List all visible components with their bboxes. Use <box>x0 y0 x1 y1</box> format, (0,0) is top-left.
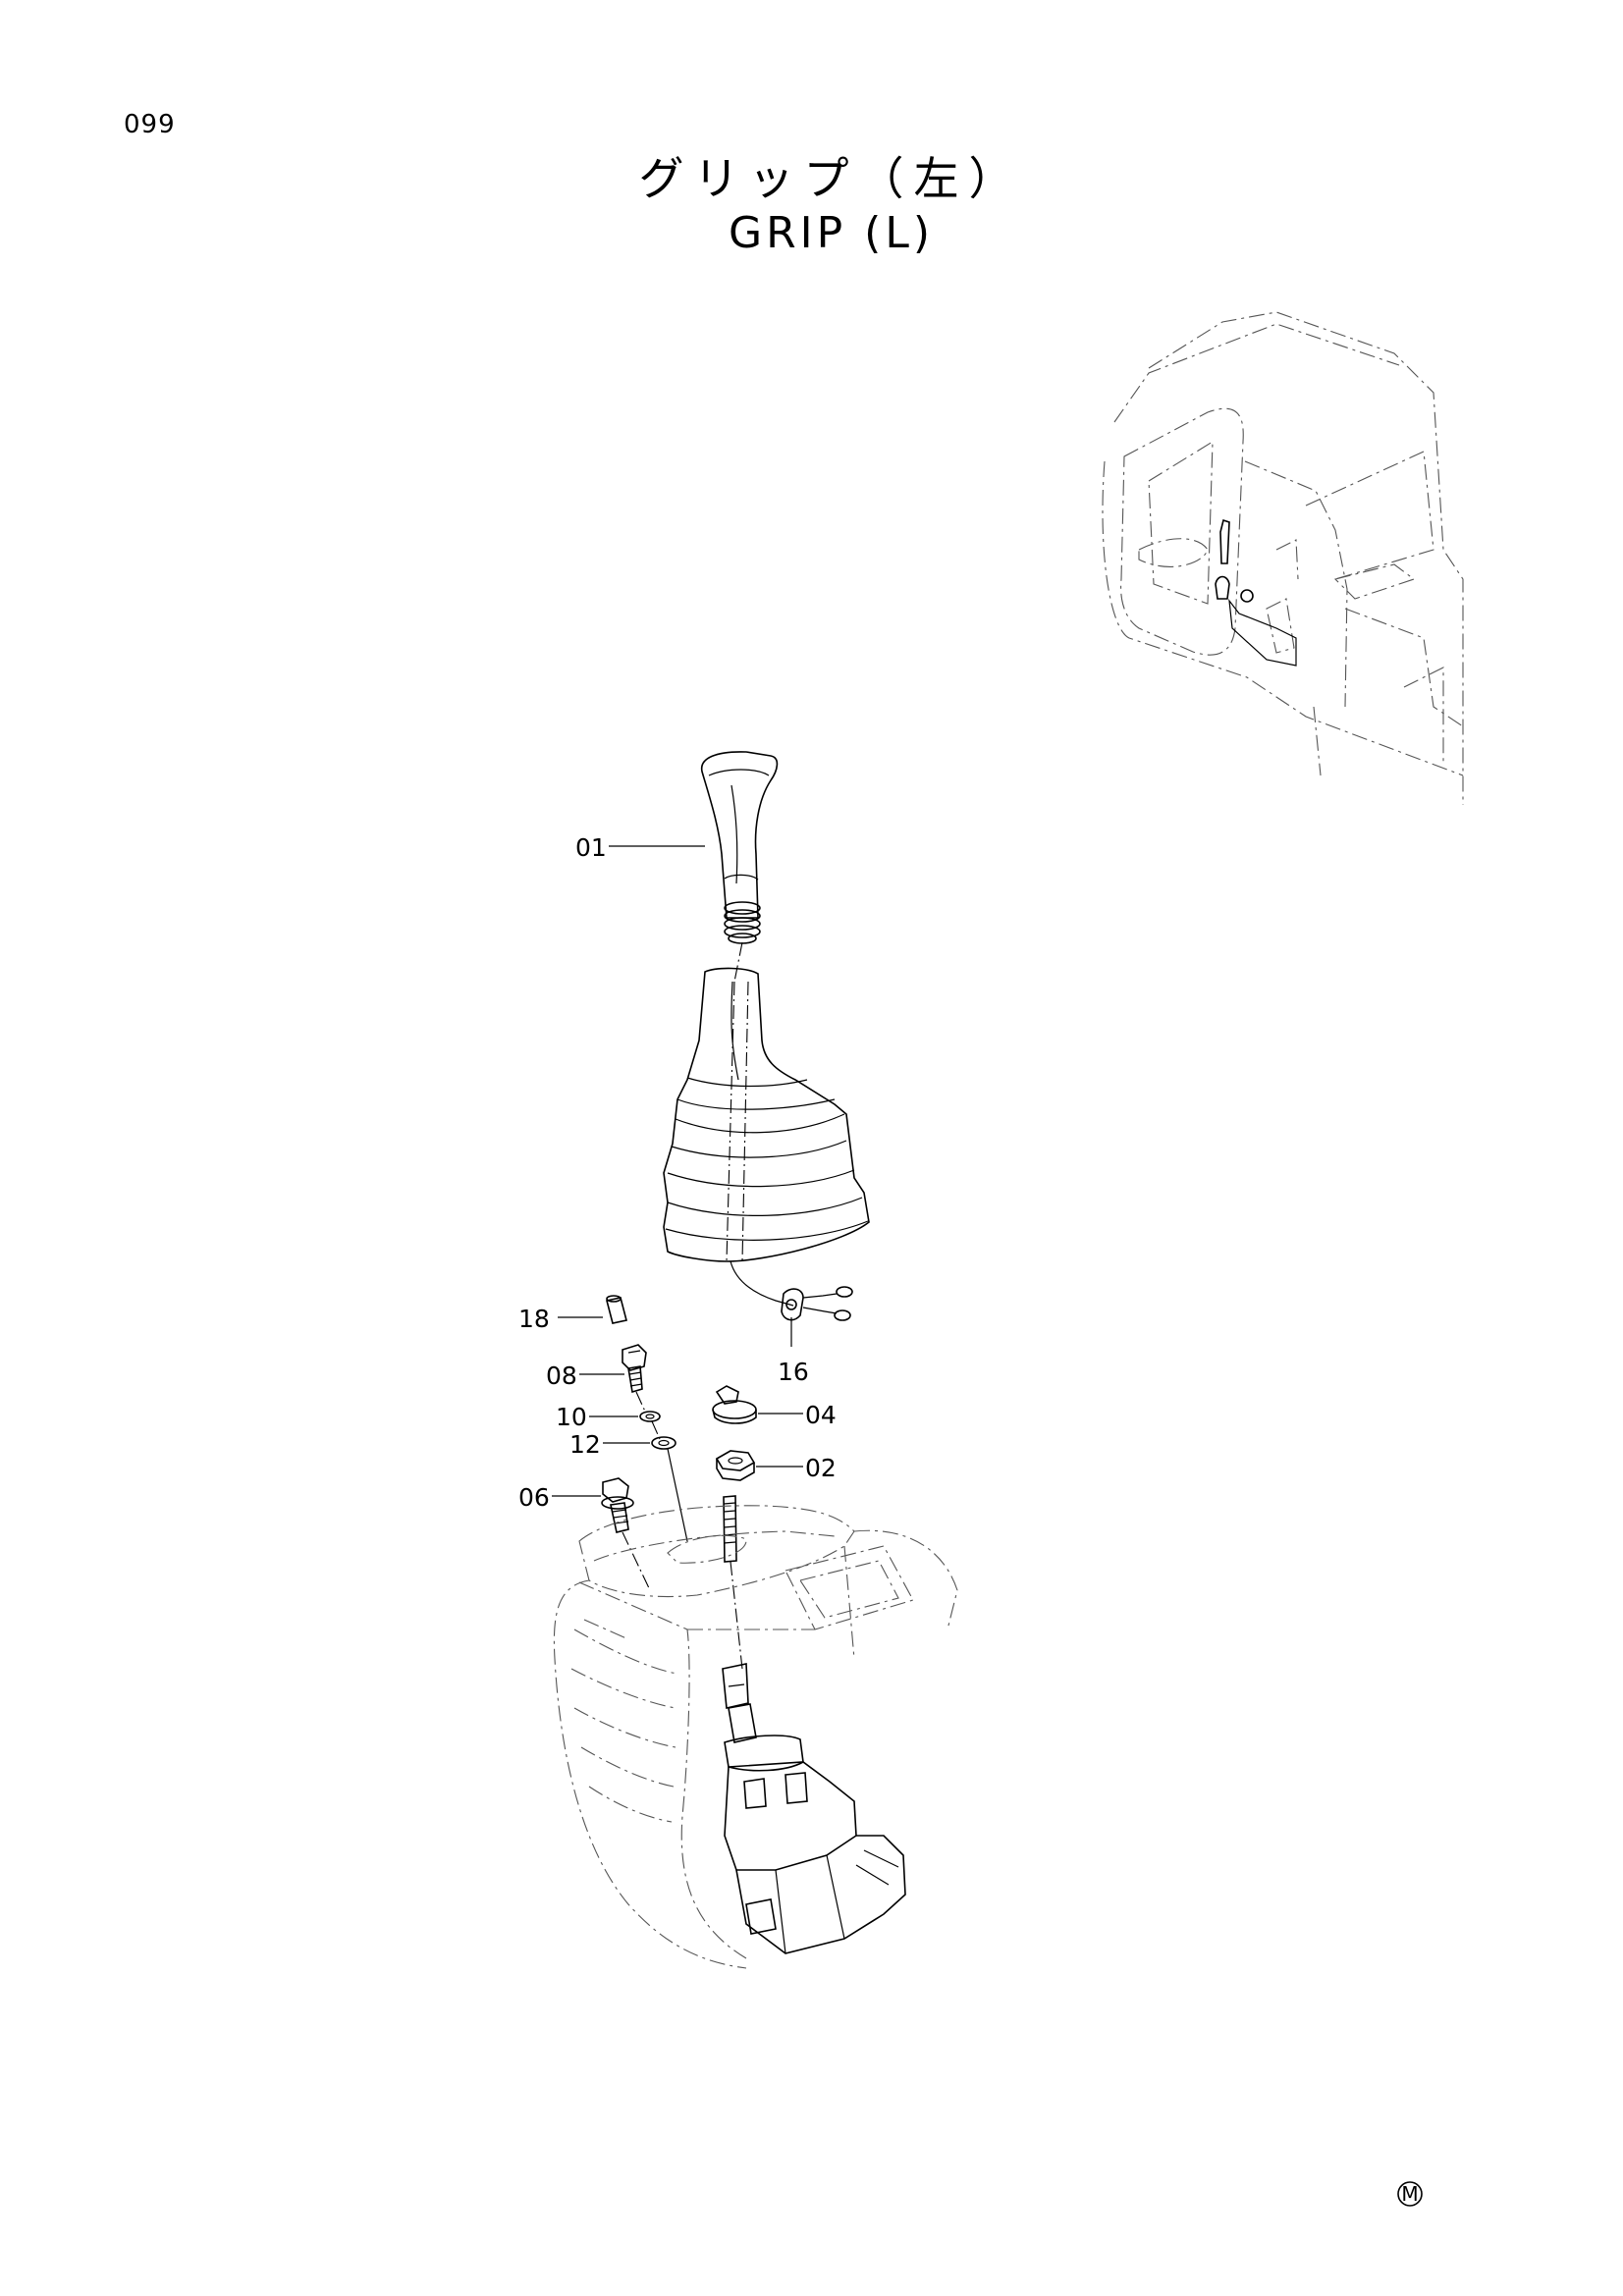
nut-part-04 <box>712 1385 803 1424</box>
page-title-japanese: グリップ（左） <box>638 152 1024 205</box>
callout-16: 16 <box>778 1358 809 1386</box>
manufacturer-mark: M <box>1397 2181 1423 2207</box>
grip-knob-part-01 <box>701 751 779 983</box>
callout-04: 04 <box>805 1401 837 1429</box>
mark-letter: M <box>1401 2182 1418 2206</box>
callout-02: 02 <box>805 1454 837 1482</box>
bolt-part-08 <box>579 1344 647 1415</box>
console-body <box>553 1495 958 1969</box>
callout-18: 18 <box>518 1305 550 1333</box>
callout-01: 01 <box>575 833 607 862</box>
callout-08: 08 <box>546 1362 577 1390</box>
washer-part-12 <box>603 1436 688 1542</box>
grip-knob-thread <box>724 901 761 944</box>
lever-boot <box>663 967 870 1262</box>
washer-part-10 <box>589 1411 661 1440</box>
bolt-part-06 <box>552 1477 651 1591</box>
callout-06: 06 <box>518 1483 550 1512</box>
callout-12: 12 <box>569 1430 601 1459</box>
wire-harness-part-16 <box>730 1260 853 1347</box>
pin-part-18 <box>558 1295 627 1324</box>
nut-part-02 <box>715 1450 803 1481</box>
page-number: 099 <box>124 110 176 139</box>
callout-10: 10 <box>556 1403 587 1431</box>
cab-location-view <box>1102 311 1464 805</box>
page-title-english: GRIP (L) <box>728 208 934 258</box>
